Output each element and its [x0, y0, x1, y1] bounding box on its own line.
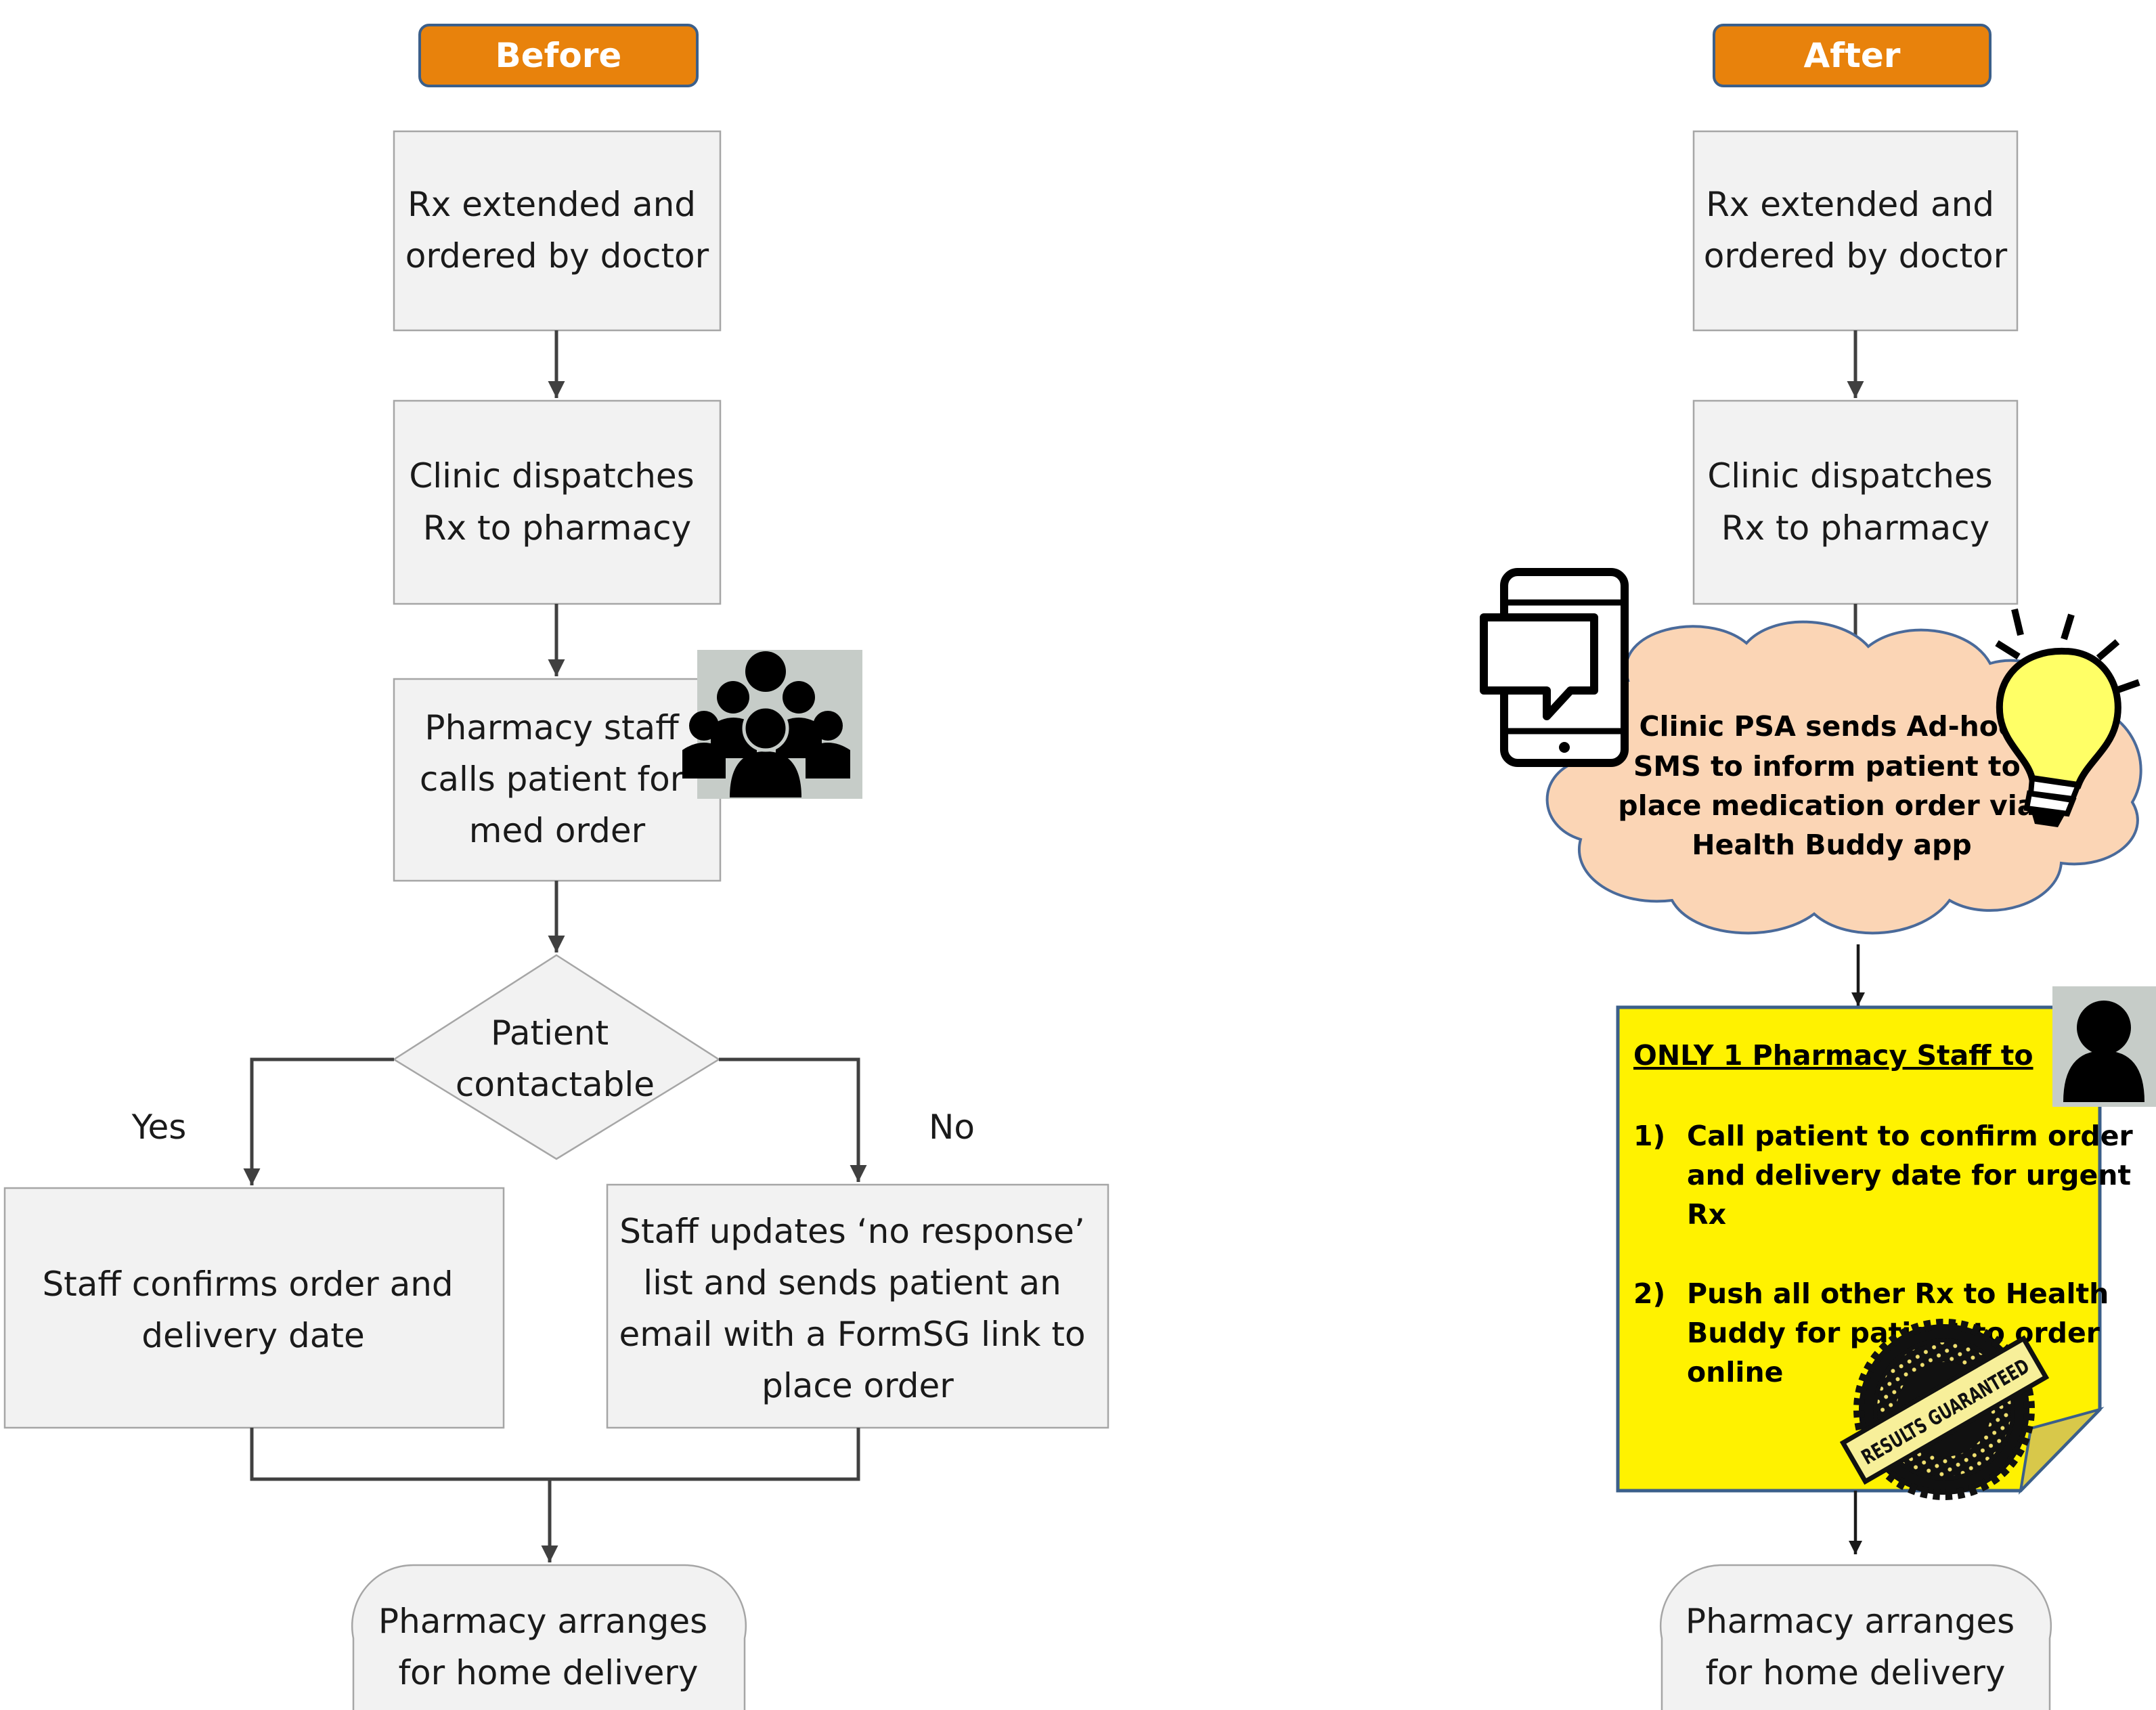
before-column: Before Rx extended and ordered by doctor…: [3, 24, 1109, 1710]
after-header: After: [1713, 24, 1992, 87]
before-noresponse-text: Staff updates ‘no response’ list and sen…: [619, 1212, 1096, 1405]
before-connectors: [243, 330, 867, 1562]
before-confirm-text: Staff confirms order and delivery date: [42, 1265, 464, 1355]
single-person-icon: [2052, 986, 2156, 1107]
note-item2-number: 2): [1633, 1277, 1665, 1310]
note-item2-text: Push all other Rx to Health Buddy for pa…: [1687, 1277, 2119, 1388]
before-header: Before: [418, 24, 699, 87]
before-step-extend: Rx extended and ordered by doctor: [393, 130, 722, 332]
after-terminal-delivery: Pharmacy arranges for home delivery: [1659, 1564, 2052, 1710]
after-title: After: [1804, 36, 1901, 75]
before-step-noresponse: Staff updates ‘no response’ list and sen…: [606, 1183, 1109, 1429]
after-step-extend: Rx extended and ordered by doctor: [1692, 130, 2019, 332]
before-decision: Patient contactable: [392, 954, 721, 1160]
note-item1-text: Call patient to confirm order and delive…: [1687, 1120, 2142, 1231]
before-step-dispatch: Clinic dispatches Rx to pharmacy: [393, 399, 722, 605]
after-step-dispatch: Clinic dispatches Rx to pharmacy: [1692, 399, 2019, 605]
before-call-text: Pharmacy staff calls patient for med ord…: [420, 708, 695, 850]
after-extend-text: Rx extended and ordered by doctor: [1704, 185, 2008, 276]
sms-cloud-text: Clinic PSA sends Ad-hoc SMS to inform pa…: [1618, 710, 2045, 861]
group-of-people-icon: [682, 650, 862, 799]
before-step-call: Pharmacy staff calls patient for med ord…: [393, 678, 722, 882]
before-title: Before: [496, 36, 622, 75]
after-delivery-text: Pharmacy arranges for home delivery: [1686, 1602, 2025, 1692]
note-heading: ONLY 1 Pharmacy Staff to: [1633, 1039, 2033, 1072]
lightbulb-icon: [1995, 608, 2140, 827]
before-terminal-delivery: Pharmacy arranges for home delivery: [351, 1564, 747, 1710]
before-dispatch-text: Clinic dispatches Rx to pharmacy: [409, 456, 705, 548]
before-decision-text: Patient contactable: [456, 1013, 655, 1104]
before-step-confirm: Staff confirms order and delivery date: [3, 1187, 505, 1429]
results-guaranteed-stamp-icon: RESULTS GUARANTEED: [1839, 1319, 2050, 1500]
note-item1-number: 1): [1633, 1120, 1665, 1152]
after-dispatch-text: Clinic dispatches Rx to pharmacy: [1707, 456, 2003, 548]
after-step-sms-cloud: Clinic PSA sends Ad-hoc SMS to inform pa…: [1545, 620, 2142, 935]
yes-branch-label: Yes: [131, 1108, 187, 1147]
before-extend-text: Rx extended and ordered by doctor: [405, 185, 709, 276]
before-delivery-text: Pharmacy arranges for home delivery: [378, 1602, 718, 1692]
after-column: After Rx extended and ordered by doctor …: [1480, 24, 2156, 1710]
mobile-chat-icon: [1480, 568, 1629, 767]
no-branch-label: No: [929, 1108, 975, 1147]
